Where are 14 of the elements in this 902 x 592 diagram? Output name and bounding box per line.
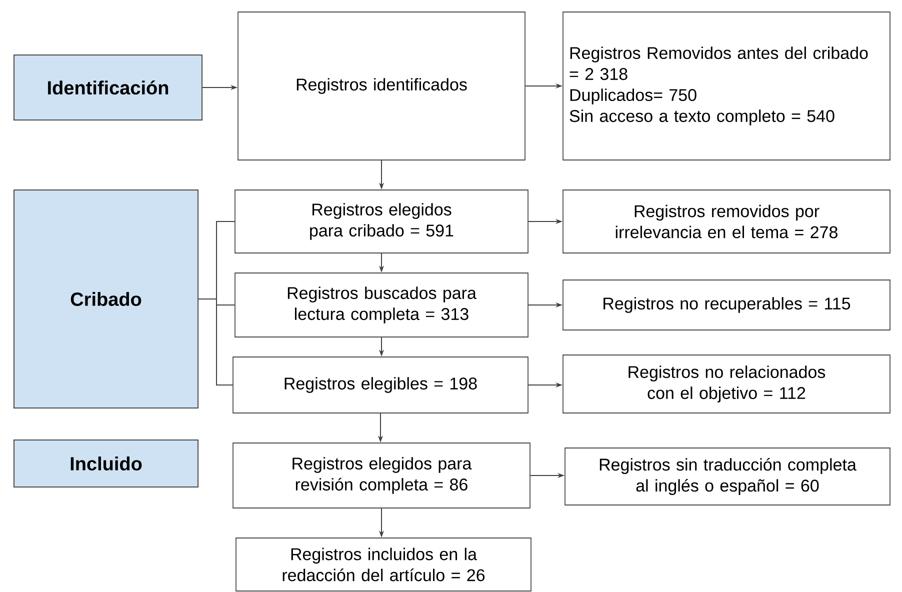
process-box: Registros buscados para lectura completa = 313: [234, 272, 528, 338]
process-box: Registros Removidos antes del cribado = 2 318 Duplicados= 750 Sin acceso a texto completo = 540: [562, 12, 890, 160]
stage-box: Identificación: [14, 54, 202, 120]
process-box: Registros no recuperables = 115: [562, 280, 890, 330]
process-box: Registros no relacionados con el objetivo = 112: [562, 354, 890, 414]
stage-box: Incluido: [14, 440, 198, 488]
process-box: Registros incluidos en la redacción del artículo = 26: [236, 538, 532, 592]
process-box: Registros sin traducción completa al inglés o español = 60: [564, 448, 890, 506]
process-box: Registros removidos por irrelevancia en el tema = 278: [562, 190, 890, 254]
process-box: Registros elegibles = 198: [232, 356, 528, 414]
stage-box: Cribado: [14, 190, 198, 408]
process-box: Registros identificados: [238, 12, 526, 160]
process-box: Registros elegidos para revisión completa = 86: [232, 442, 530, 508]
process-box: Registros elegidos para cribado = 591: [234, 190, 528, 254]
